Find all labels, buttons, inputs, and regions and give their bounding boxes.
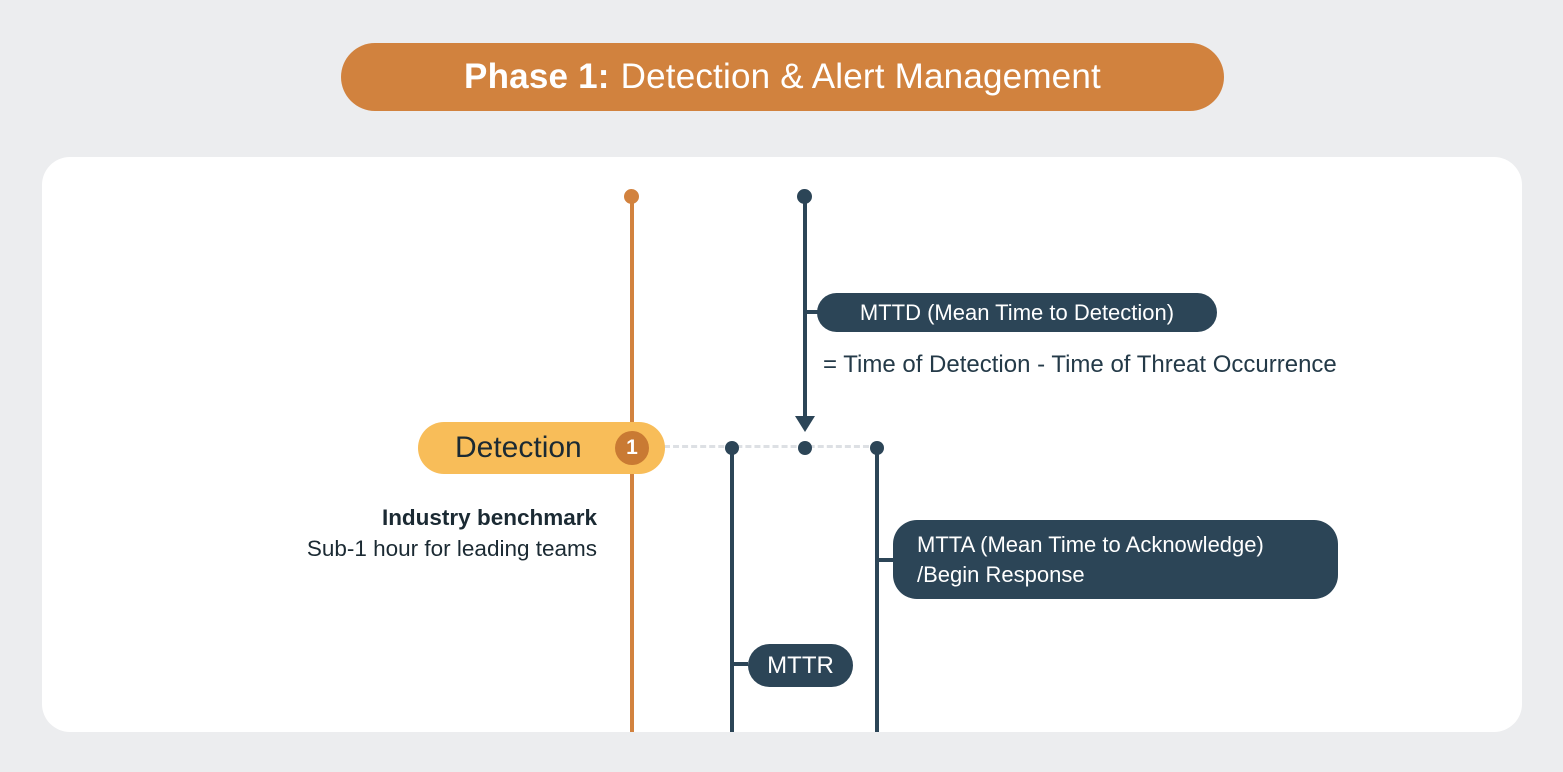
mttd-top-dot <box>797 189 812 204</box>
content-card <box>42 157 1522 732</box>
benchmark-subtitle: Sub-1 hour for leading teams <box>306 536 597 561</box>
dashed-connector <box>664 445 878 448</box>
benchmark-note: Industry benchmark Sub-1 hour for leadin… <box>307 502 597 564</box>
mttr-tick <box>732 662 748 666</box>
mttd-tick <box>805 310 819 314</box>
detection-label: Detection <box>455 431 582 464</box>
mttd-line <box>803 198 807 417</box>
timeline-origin-dot-orange <box>624 189 639 204</box>
phase-banner: Phase 1: Detection & Alert Management <box>341 43 1224 111</box>
detection-pill: Detection 1 <box>418 422 665 474</box>
mttd-pill-label: MTTD (Mean Time to Detection) <box>859 299 1175 325</box>
mttr-line <box>730 448 734 732</box>
mttd-formula: = Time of Detection - Time of Threat Occ… <box>823 351 1337 378</box>
benchmark-title: Industry benchmark <box>381 505 597 530</box>
mttd-arrow-down-icon <box>795 416 815 432</box>
connector-dot-middle <box>798 441 812 455</box>
mttr-pill-label: MTTR <box>767 651 834 679</box>
mtta-tick <box>877 558 893 562</box>
detection-step-badge: 1 <box>615 431 649 465</box>
phase-banner-title: Detection & Alert Management <box>620 57 1101 96</box>
mttr-pill: MTTR <box>748 644 853 687</box>
mtta-line <box>875 448 879 732</box>
mtta-pill-label-line2: /Begin Response <box>917 561 1085 587</box>
mttd-pill: MTTD (Mean Time to Detection) <box>817 293 1217 332</box>
mtta-pill-label-line1: MTTA (Mean Time to Acknowledge) <box>917 531 1264 557</box>
phase-banner-label: Phase 1: <box>464 57 610 96</box>
mtta-pill: MTTA (Mean Time to Acknowledge) /Begin R… <box>893 520 1338 599</box>
